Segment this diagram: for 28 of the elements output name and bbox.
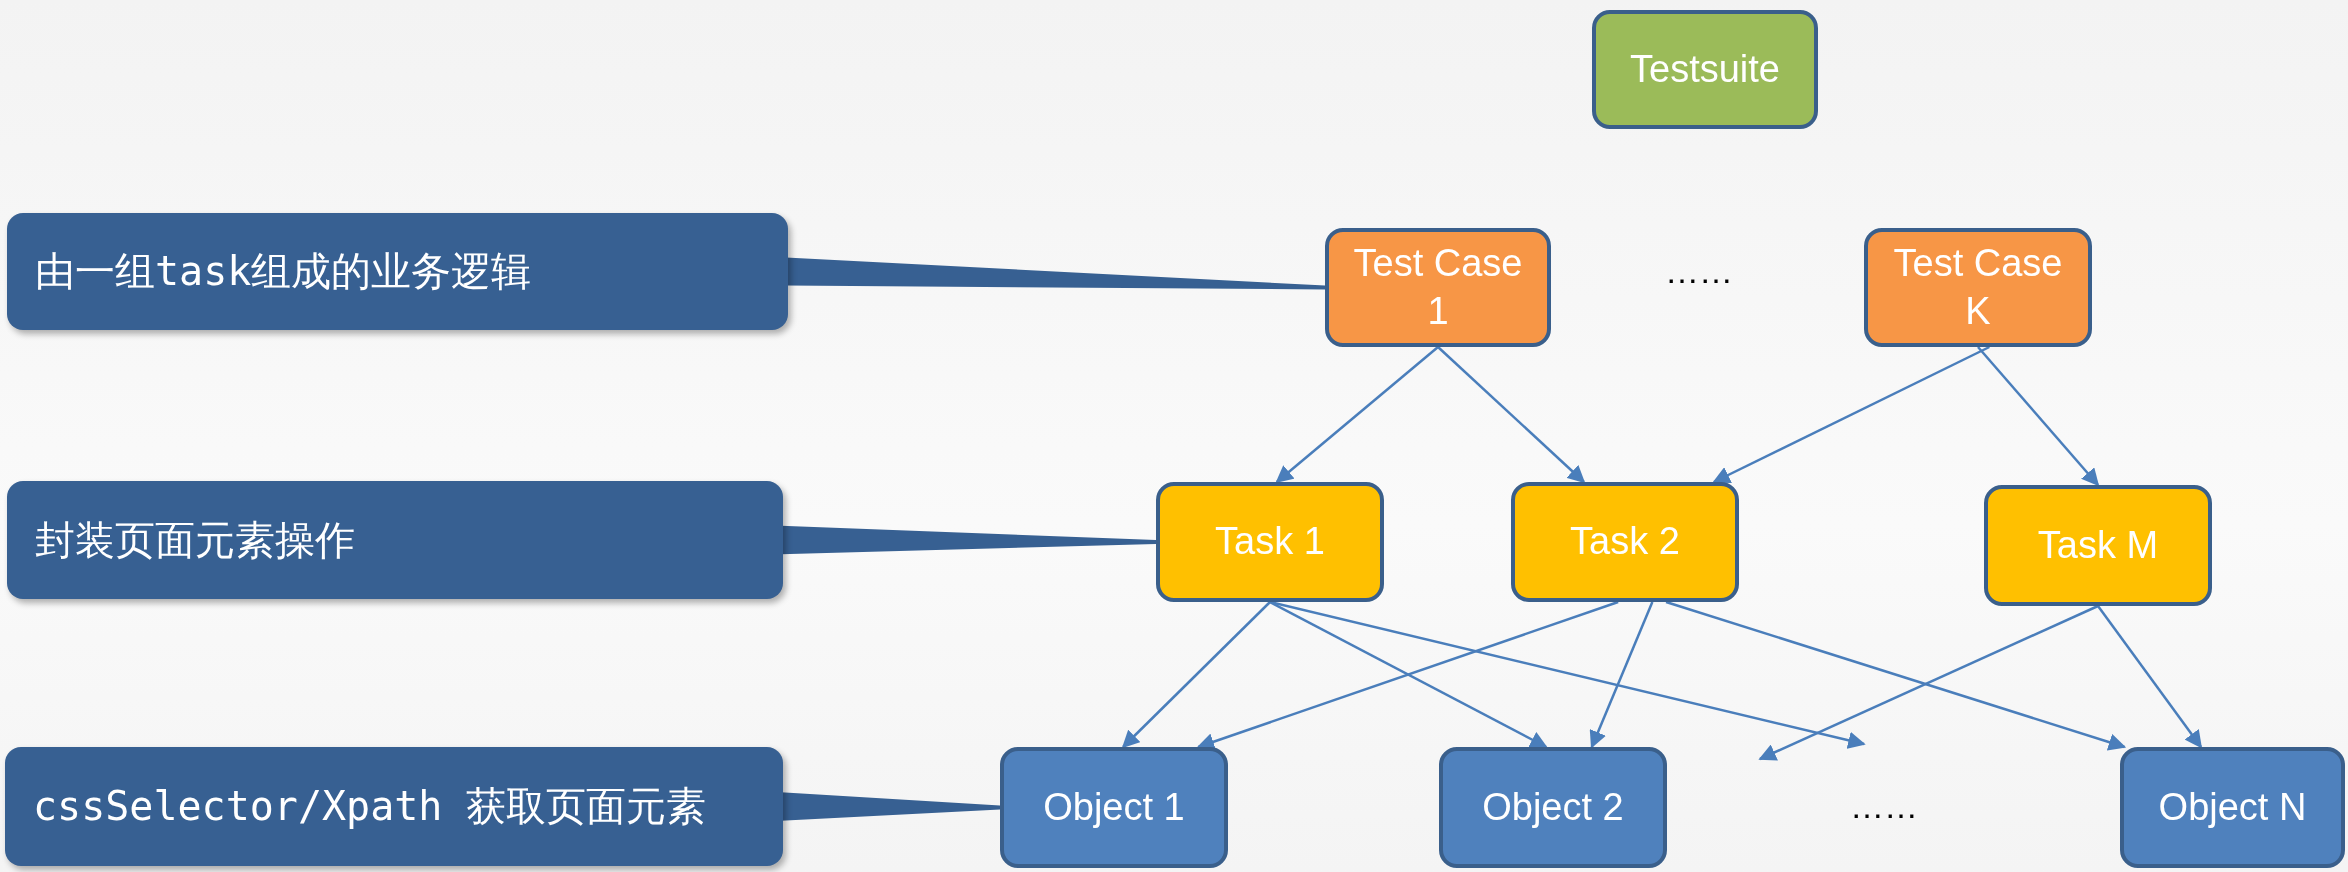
arrow — [1121, 601, 1271, 749]
process-box: Object 1 — [1000, 747, 1228, 868]
process-box: Test Case 1 — [1325, 228, 1551, 347]
arrow — [1712, 345, 1990, 484]
arrow — [1275, 346, 1439, 484]
callout-box: 封装页面元素操作 — [7, 481, 783, 599]
process-box: Task 1 — [1156, 482, 1384, 602]
callout-pointer — [781, 525, 1156, 555]
process-box: Testsuite — [1592, 10, 1818, 129]
arrow — [2097, 605, 2203, 749]
ellipsis-text: …… — [1850, 787, 1918, 826]
process-box: Test Case K — [1864, 228, 2092, 347]
process-box: Task M — [1984, 485, 2212, 606]
arrow — [1977, 346, 2100, 487]
process-box: Object 2 — [1439, 747, 1667, 868]
arrow — [1589, 601, 1654, 749]
arrow — [1269, 600, 1548, 749]
process-box: Task 2 — [1511, 482, 1739, 602]
arrow — [1758, 604, 2099, 761]
ellipsis-text: …… — [1665, 252, 1733, 291]
callout-pointer — [781, 792, 1000, 821]
arrow — [1269, 600, 1866, 749]
process-box: Object N — [2120, 747, 2345, 868]
arrow — [1665, 600, 2127, 751]
callout-box: 由一组task组成的业务逻辑 — [7, 213, 788, 330]
arrow — [1437, 346, 1586, 484]
callout-box: cssSelector/Xpath 获取页面元素 — [5, 747, 783, 866]
callout-pointer — [786, 257, 1325, 290]
